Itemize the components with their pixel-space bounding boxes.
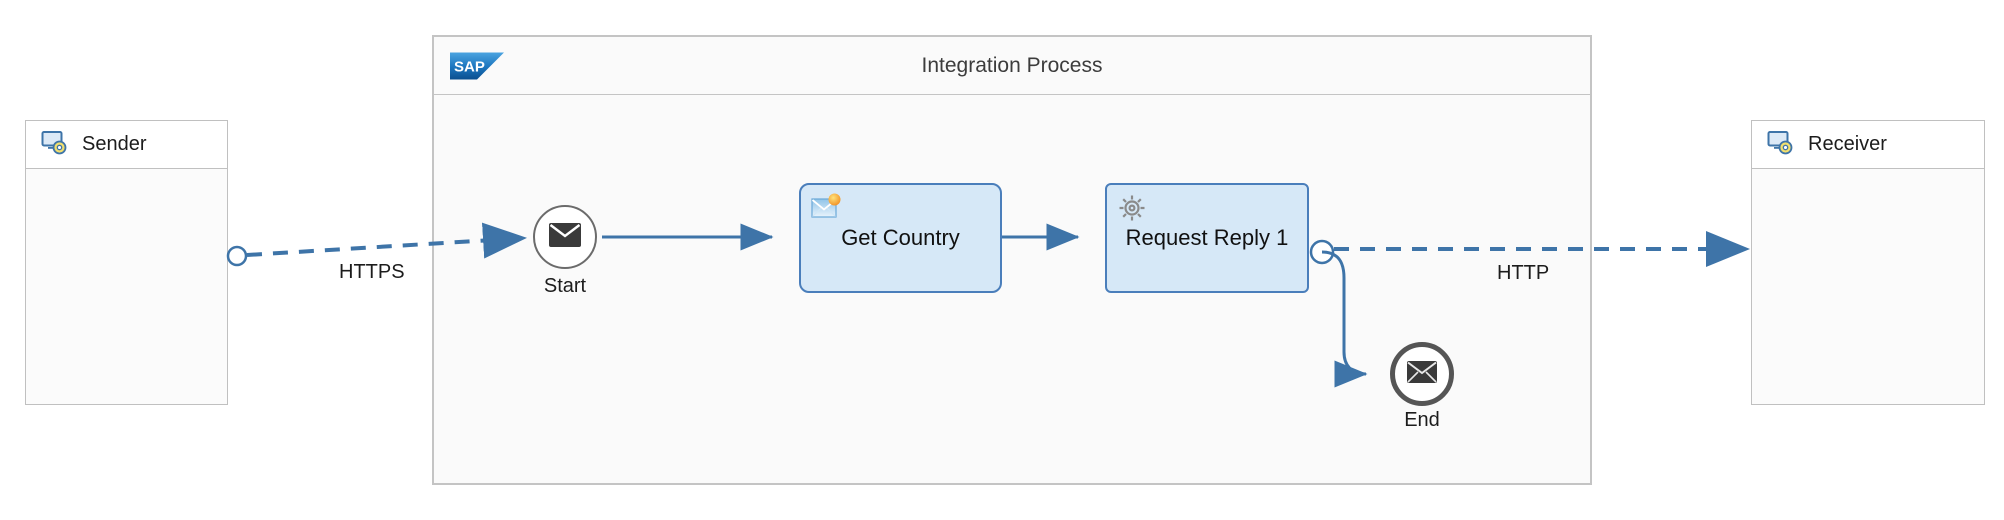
event-end-label: End xyxy=(1404,409,1440,431)
event-start-label: Start xyxy=(543,275,587,297)
task-get-country[interactable]: Get Country xyxy=(799,183,1002,293)
participant-sender-label: Sender xyxy=(82,133,147,155)
flow-label-http: HTTP xyxy=(1497,262,1550,284)
sender-system-icon xyxy=(40,128,68,161)
message-envelope-icon xyxy=(1406,360,1438,389)
pool-integration-process[interactable]: SAP Integration Process xyxy=(432,35,1592,485)
participant-receiver-header: Receiver xyxy=(1752,121,1984,169)
participant-receiver[interactable]: Receiver xyxy=(1751,120,1985,405)
gear-icon xyxy=(1117,193,1147,223)
task-request-reply-1[interactable]: Request Reply 1 xyxy=(1105,183,1309,293)
participant-receiver-body xyxy=(1752,169,1984,404)
event-end[interactable]: End xyxy=(1390,342,1454,431)
flow-label-https: HTTPS xyxy=(339,261,405,283)
participant-receiver-label: Receiver xyxy=(1808,133,1887,155)
participant-sender-header: Sender xyxy=(26,121,227,169)
task-get-country-label: Get Country xyxy=(841,225,960,250)
participant-sender[interactable]: Sender xyxy=(25,120,228,405)
receiver-system-icon xyxy=(1766,128,1794,161)
sap-logo: SAP xyxy=(450,52,504,79)
event-start[interactable]: Start xyxy=(533,205,597,297)
task-request-reply-1-label: Request Reply 1 xyxy=(1125,225,1289,250)
message-envelope-icon xyxy=(548,222,582,253)
svg-text:SAP: SAP xyxy=(454,58,485,75)
page-title: Integration Process xyxy=(921,53,1103,77)
pool-header: SAP Integration Process xyxy=(434,37,1590,95)
content-modifier-icon xyxy=(811,193,841,223)
participant-sender-body xyxy=(26,169,227,404)
